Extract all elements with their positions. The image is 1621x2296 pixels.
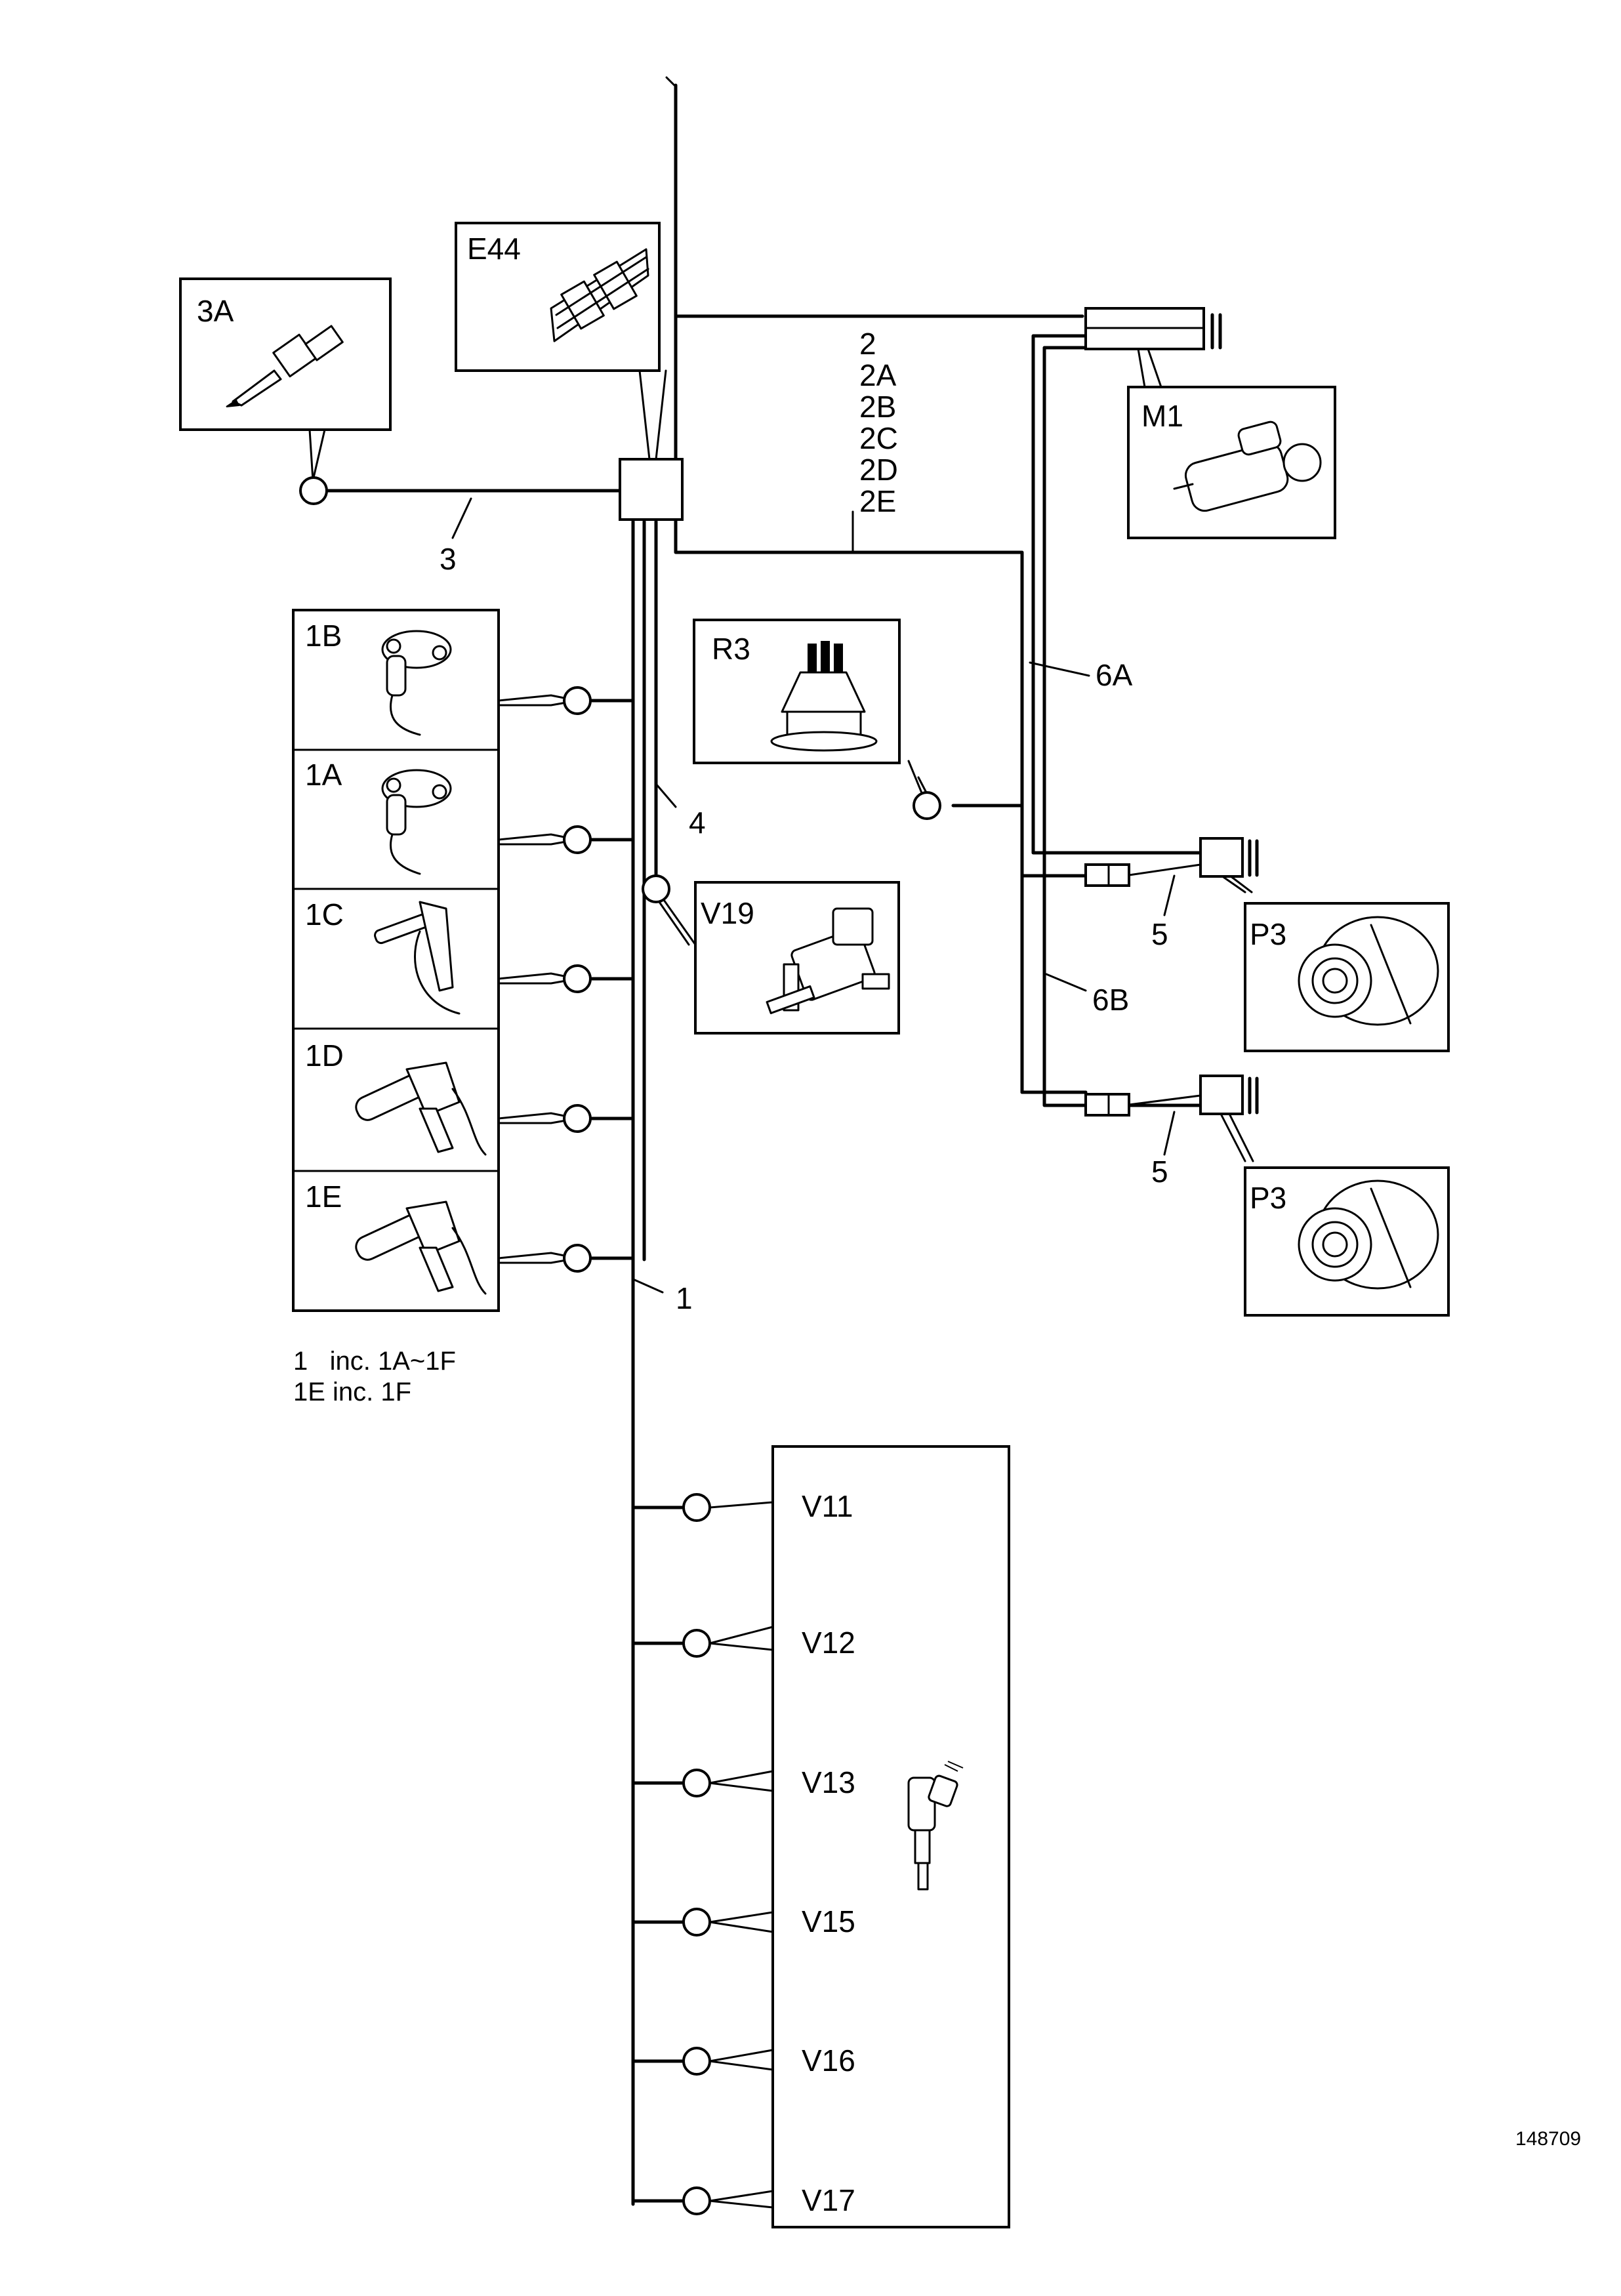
speed-sensor-icon-1a — [381, 769, 452, 875]
connector-1d — [563, 1104, 592, 1133]
alternator-icon-upper — [1298, 916, 1439, 1026]
connector-1e — [563, 1244, 592, 1273]
connector-1b — [563, 686, 592, 715]
connector-v19 — [642, 874, 670, 903]
component-p3-lower: P3 — [1244, 1166, 1450, 1317]
component-1a: 1A — [305, 758, 452, 875]
position-sensor-icon-1c — [374, 901, 461, 1015]
label-3a: 3A — [197, 294, 234, 328]
note-line-2: 1E inc. 1F — [293, 1378, 411, 1406]
component-1c: 1C — [305, 897, 461, 1015]
component-m1: M1 — [1127, 386, 1336, 539]
label-e44: E44 — [467, 232, 521, 266]
connector-v16 — [682, 2047, 711, 2076]
connector-3a — [299, 476, 328, 505]
connector-v11 — [682, 1493, 711, 1522]
alternator-icon-lower — [1298, 1179, 1439, 1290]
label-v19: V19 — [701, 896, 754, 930]
sensor-stack: 1B 1A 1C — [292, 609, 500, 1312]
injector-icon — [907, 1761, 964, 1891]
relay-icon — [770, 641, 878, 752]
harness-label-2b: 2B — [859, 390, 896, 424]
harness-label-5-upper: 5 — [1151, 917, 1168, 951]
component-1b: 1B — [305, 619, 452, 736]
harness-label-6b: 6B — [1092, 983, 1129, 1017]
label-r3: R3 — [712, 632, 750, 666]
label-1b: 1B — [305, 619, 342, 653]
connector-r3 — [913, 791, 941, 820]
m1-plug — [1084, 307, 1222, 350]
component-1e: 1E — [305, 1179, 487, 1295]
component-p3-upper: P3 — [1244, 902, 1450, 1052]
label-1c: 1C — [305, 897, 344, 932]
connector-1c — [563, 964, 592, 993]
harness-6a — [1031, 334, 1202, 855]
position-sensor-icon-1e — [355, 1200, 487, 1295]
injector-group: V11 V12 V13 V15 V16 V17 — [771, 1445, 1010, 2228]
harness-p3-lower-trunk — [1020, 874, 1088, 1094]
label-v17: V17 — [802, 2183, 855, 2217]
label-p3-lower: P3 — [1250, 1181, 1286, 1215]
connector-v15 — [682, 1908, 711, 1937]
harness-label-5-lower: 5 — [1151, 1155, 1168, 1189]
temperature-sensor-icon — [226, 325, 344, 407]
harness-label-4: 4 — [689, 806, 706, 840]
label-v16: V16 — [802, 2043, 855, 2078]
connector-1a — [563, 825, 592, 854]
note-line-1: 1 inc. 1A~1F — [293, 1347, 456, 1376]
harness-label-1: 1 — [676, 1281, 693, 1315]
connector-v17 — [682, 2186, 711, 2215]
control-unit-icon — [550, 248, 649, 342]
component-1d: 1D — [305, 1038, 487, 1156]
harness-junction — [619, 458, 684, 521]
component-r3: R3 — [693, 619, 901, 764]
harness-label-6a: 6A — [1096, 658, 1133, 692]
harness-label-3: 3 — [440, 542, 457, 576]
p3-lower-plug — [1084, 1075, 1259, 1117]
label-v13: V13 — [802, 1765, 855, 1799]
label-v12: V12 — [802, 1626, 855, 1660]
harness-label-2e: 2E — [859, 484, 896, 518]
starter-motor-icon — [1173, 420, 1322, 512]
connector-v12 — [682, 1629, 711, 1658]
harness-label-2: 2 — [859, 327, 876, 361]
label-v15: V15 — [802, 1904, 855, 1938]
connector-v13 — [682, 1769, 711, 1797]
p3-upper-plug — [1084, 837, 1259, 887]
label-1a: 1A — [305, 758, 342, 792]
position-sensor-icon-1d — [355, 1061, 487, 1156]
harness-label-2d: 2D — [859, 453, 898, 487]
solenoid-valve-icon — [766, 907, 890, 1014]
harness-label-2a: 2A — [859, 358, 897, 392]
figure-number: 148709 — [1515, 2128, 1581, 2150]
harness-number-labels: 3 4 1 6A 6B 5 5 2 2A 2B 2C 2D 2E — [440, 327, 1168, 1315]
label-1d: 1D — [305, 1038, 344, 1073]
label-v11: V11 — [802, 1489, 853, 1523]
label-m1: M1 — [1141, 399, 1183, 433]
harness-leaders — [451, 497, 1176, 1294]
component-3a: 3A — [179, 277, 392, 431]
speed-sensor-icon-1b — [381, 630, 452, 736]
notes: 1 inc. 1A~1F 1E inc. 1F — [293, 1347, 456, 1406]
label-1e: 1E — [305, 1179, 342, 1214]
component-e44: E44 — [455, 222, 661, 372]
harness-label-2c: 2C — [859, 421, 898, 455]
component-v19: V19 — [694, 881, 900, 1035]
connectors — [299, 476, 941, 2215]
label-p3-upper: P3 — [1250, 917, 1286, 951]
